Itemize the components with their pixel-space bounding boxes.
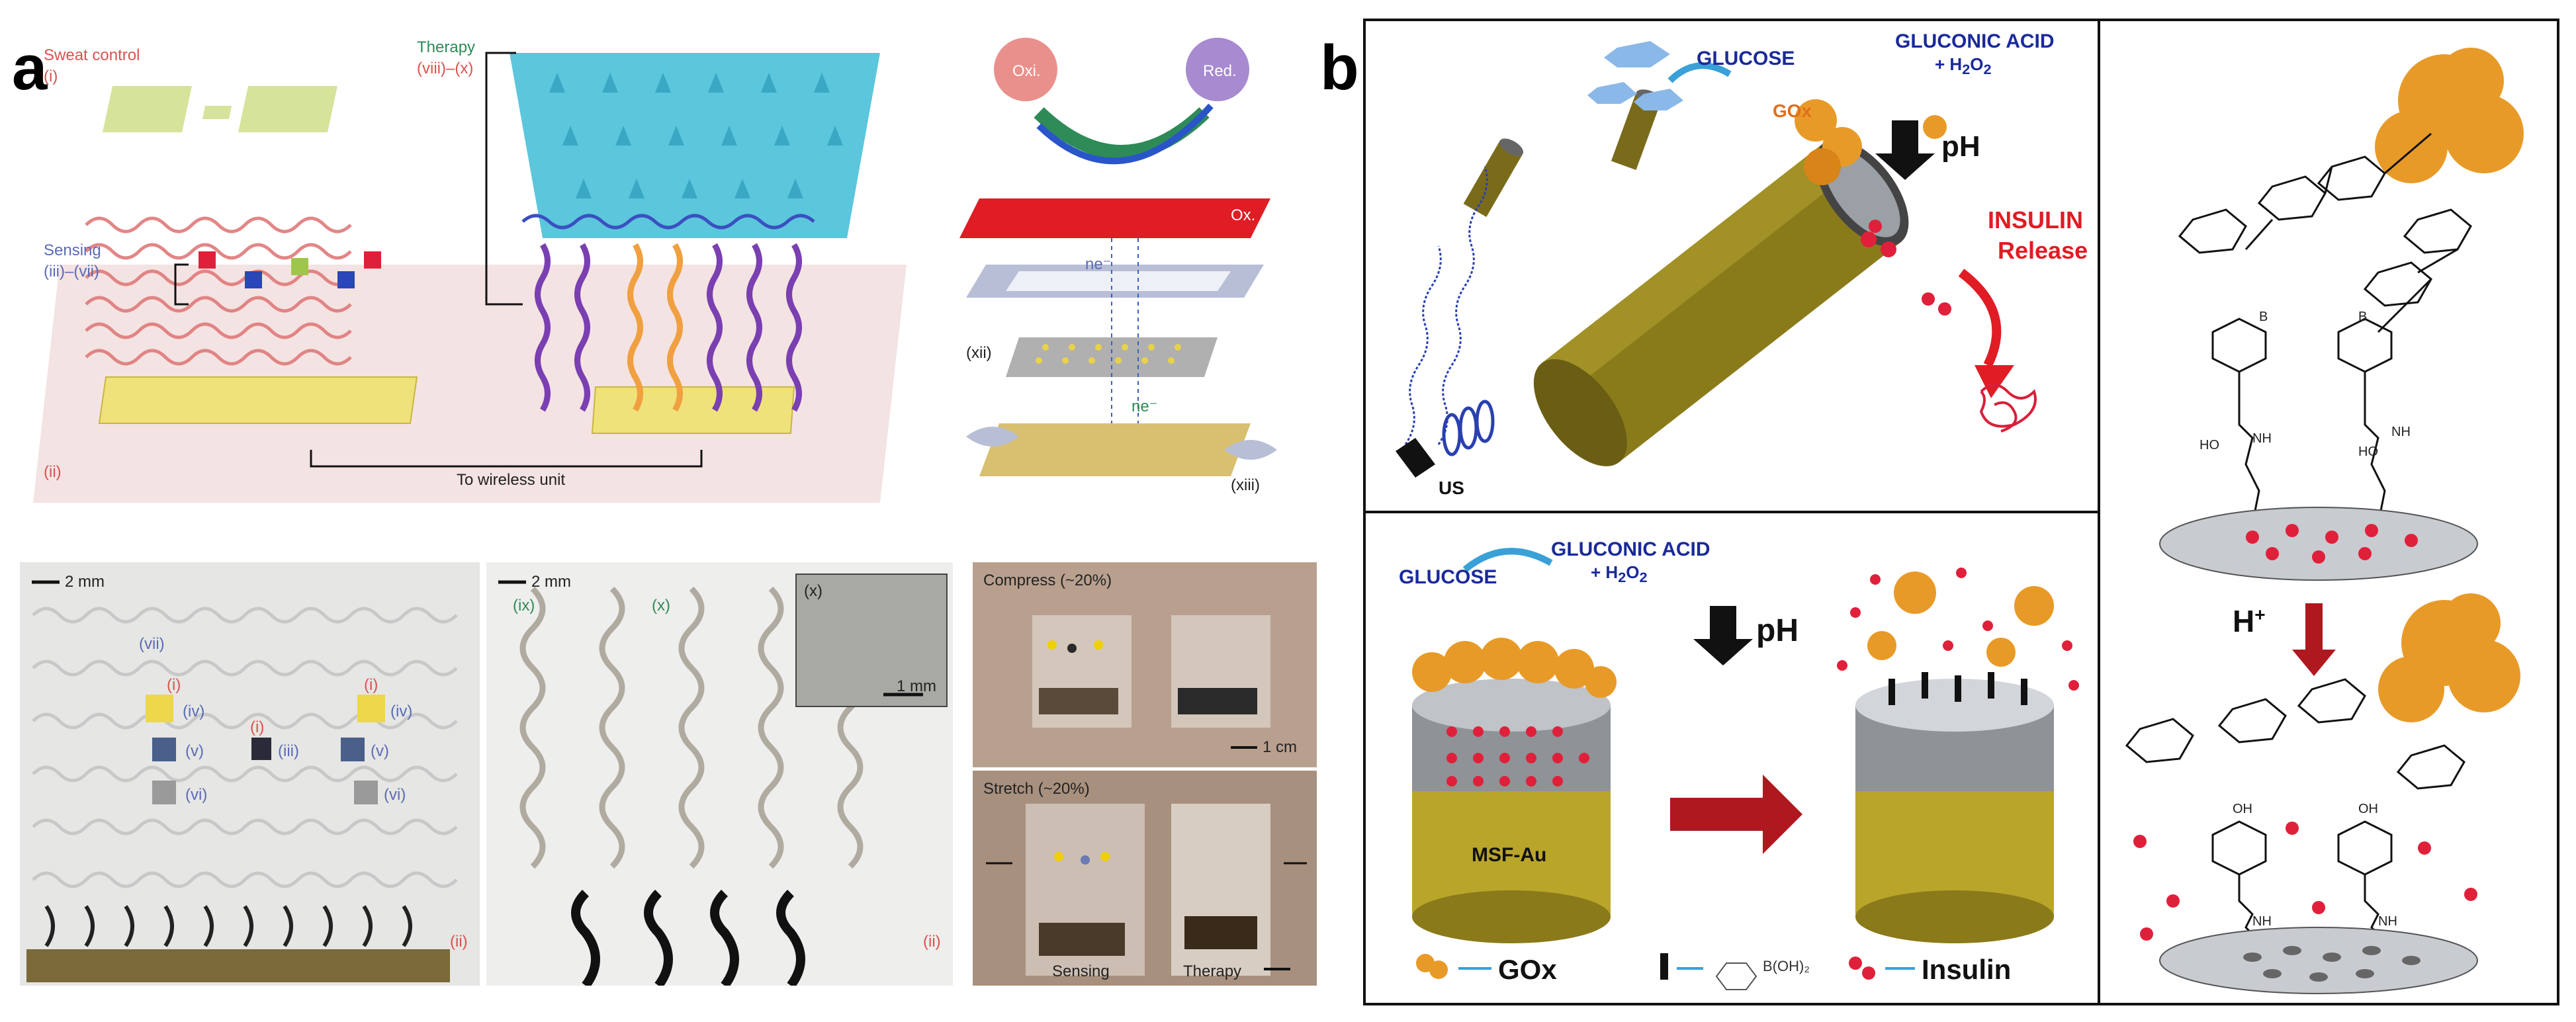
- glucose-label-top: GLUCOSE: [1697, 48, 1795, 69]
- vi-right-label: (vi): [384, 786, 406, 804]
- oh-label-1: OH: [2233, 802, 2252, 816]
- electron-label-2: ne⁻: [1132, 398, 1158, 415]
- legend-insulin-label: Insulin: [1922, 954, 2012, 985]
- x-label: (x): [652, 597, 670, 615]
- iii-label: (iii): [278, 742, 299, 760]
- device-layer-schematic: Sweat control (i) Therapy (viii)–(x) Sen…: [20, 26, 933, 503]
- xiii-label: (xiii): [1231, 476, 1260, 494]
- i-left-label: (i): [167, 676, 181, 694]
- ii-label-2: (ii): [923, 933, 941, 951]
- h2o2-label-bottom: + H2O2: [1591, 562, 1648, 586]
- ii-label: (ii): [450, 933, 468, 951]
- h2o2-label-top: + H2O2: [1935, 54, 1992, 78]
- msf-au-label: MSF-Au: [1472, 844, 1547, 866]
- sensing-device-photo: 2 mm (vii) (i) (i) (i) (iv) (iv) (v) (ii…: [20, 562, 480, 986]
- electrochemical-stack-diagram: Oxi. Red. Ox. ne⁻ ne⁻ (xii) (xiii): [940, 26, 1310, 503]
- inset-number-label: (x): [804, 582, 822, 600]
- gluconic-label-top: GLUCONIC ACID: [1895, 30, 2055, 52]
- us-label: US: [1439, 478, 1464, 498]
- boron-label-1: B: [2259, 310, 2268, 324]
- sweat-control-label: Sweat control: [44, 46, 140, 64]
- v-left-label: (v): [185, 742, 204, 760]
- sweat-control-number: (i): [44, 67, 58, 85]
- panel-b-letter: b: [1320, 32, 1359, 103]
- hplus-label: H+: [2233, 604, 2266, 638]
- scale-bar-label: 2 mm: [65, 573, 105, 591]
- nh-label-4: NH: [2378, 914, 2397, 929]
- electron-label-1: ne⁻: [1085, 255, 1112, 273]
- boronic-label: B(OH)₂: [1763, 958, 1810, 974]
- nh-label-3: NH: [2252, 914, 2272, 929]
- scale-bar-label-2: 2 mm: [531, 573, 571, 591]
- ho-label-2: HO: [2358, 445, 2378, 459]
- vi-left-label: (vi): [185, 786, 208, 804]
- sensing-label: Sensing: [44, 241, 101, 259]
- ho-label-1: HO: [2199, 438, 2219, 452]
- insulin-label-top: INSULIN: [1988, 206, 2083, 234]
- ix-label: (ix): [513, 597, 535, 615]
- ox-layer-label: Ox.: [1231, 206, 1256, 224]
- iv-right-label: (iv): [390, 703, 413, 720]
- release-label-top: Release: [1998, 237, 2088, 264]
- wireless-unit-label: To wireless unit: [457, 471, 566, 489]
- nh-label-1: NH: [2252, 431, 2272, 446]
- therapy-device-photo: 2 mm (ix) (x) (x) 1 mm (ii): [486, 562, 953, 986]
- sensing-number: (iii)–(vii): [44, 263, 99, 280]
- boronate-linkage-schematic: H+ HO NH HO NH B B OH OH NH NH: [2098, 19, 2559, 1005]
- therapy-label: Therapy: [417, 38, 476, 56]
- compress-scale-label: 1 cm: [1263, 738, 1298, 756]
- xii-label: (xii): [966, 344, 992, 362]
- gluconic-label-bottom: GLUCONIC ACID: [1551, 538, 1710, 560]
- iv-left-label: (iv): [183, 703, 205, 720]
- inset-scale-label: 1 mm: [897, 677, 936, 695]
- compress-photo: Compress (~20%) 1 cm: [973, 562, 1317, 767]
- oh-label-2: OH: [2358, 802, 2378, 816]
- v-right-label: (v): [371, 742, 389, 760]
- vii-label: (vii): [139, 635, 165, 653]
- ultrasound-release-schematic: GLUCOSE GLUCONIC ACID + H2O2 GOx pH INSU…: [1363, 19, 2103, 516]
- reduction-label: Red.: [1203, 62, 1237, 80]
- stretch-label: Stretch (~20%): [983, 780, 1090, 798]
- stretch-therapy-label: Therapy: [1183, 962, 1242, 980]
- glucose-label-bottom: GLUCOSE: [1399, 566, 1497, 588]
- substrate-number: (ii): [44, 463, 62, 481]
- gox-label-top: GOx: [1773, 101, 1812, 121]
- nh-label-2: NH: [2391, 425, 2411, 439]
- oxidation-label: Oxi.: [1012, 62, 1041, 80]
- compress-label: Compress (~20%): [983, 572, 1112, 589]
- stretch-photo: Stretch (~20%) Sensing Therapy: [973, 771, 1317, 986]
- panel-a-letter: a: [12, 32, 48, 103]
- glucose-responsive-schematic: GLUCOSE GLUCONIC ACID + H2O2 pH MSF-Au G…: [1363, 511, 2103, 1005]
- i-center-label: (i): [250, 718, 265, 736]
- ph-label-top: pH: [1941, 130, 1980, 163]
- ph-label-bottom: pH: [1756, 613, 1799, 648]
- therapy-number: (viii)–(x): [417, 60, 474, 77]
- stretch-sensing-label: Sensing: [1052, 962, 1110, 980]
- i-right-label: (i): [364, 676, 378, 694]
- boron-label-2: B: [2358, 310, 2368, 324]
- legend-gox-label: GOx: [1498, 954, 1557, 985]
